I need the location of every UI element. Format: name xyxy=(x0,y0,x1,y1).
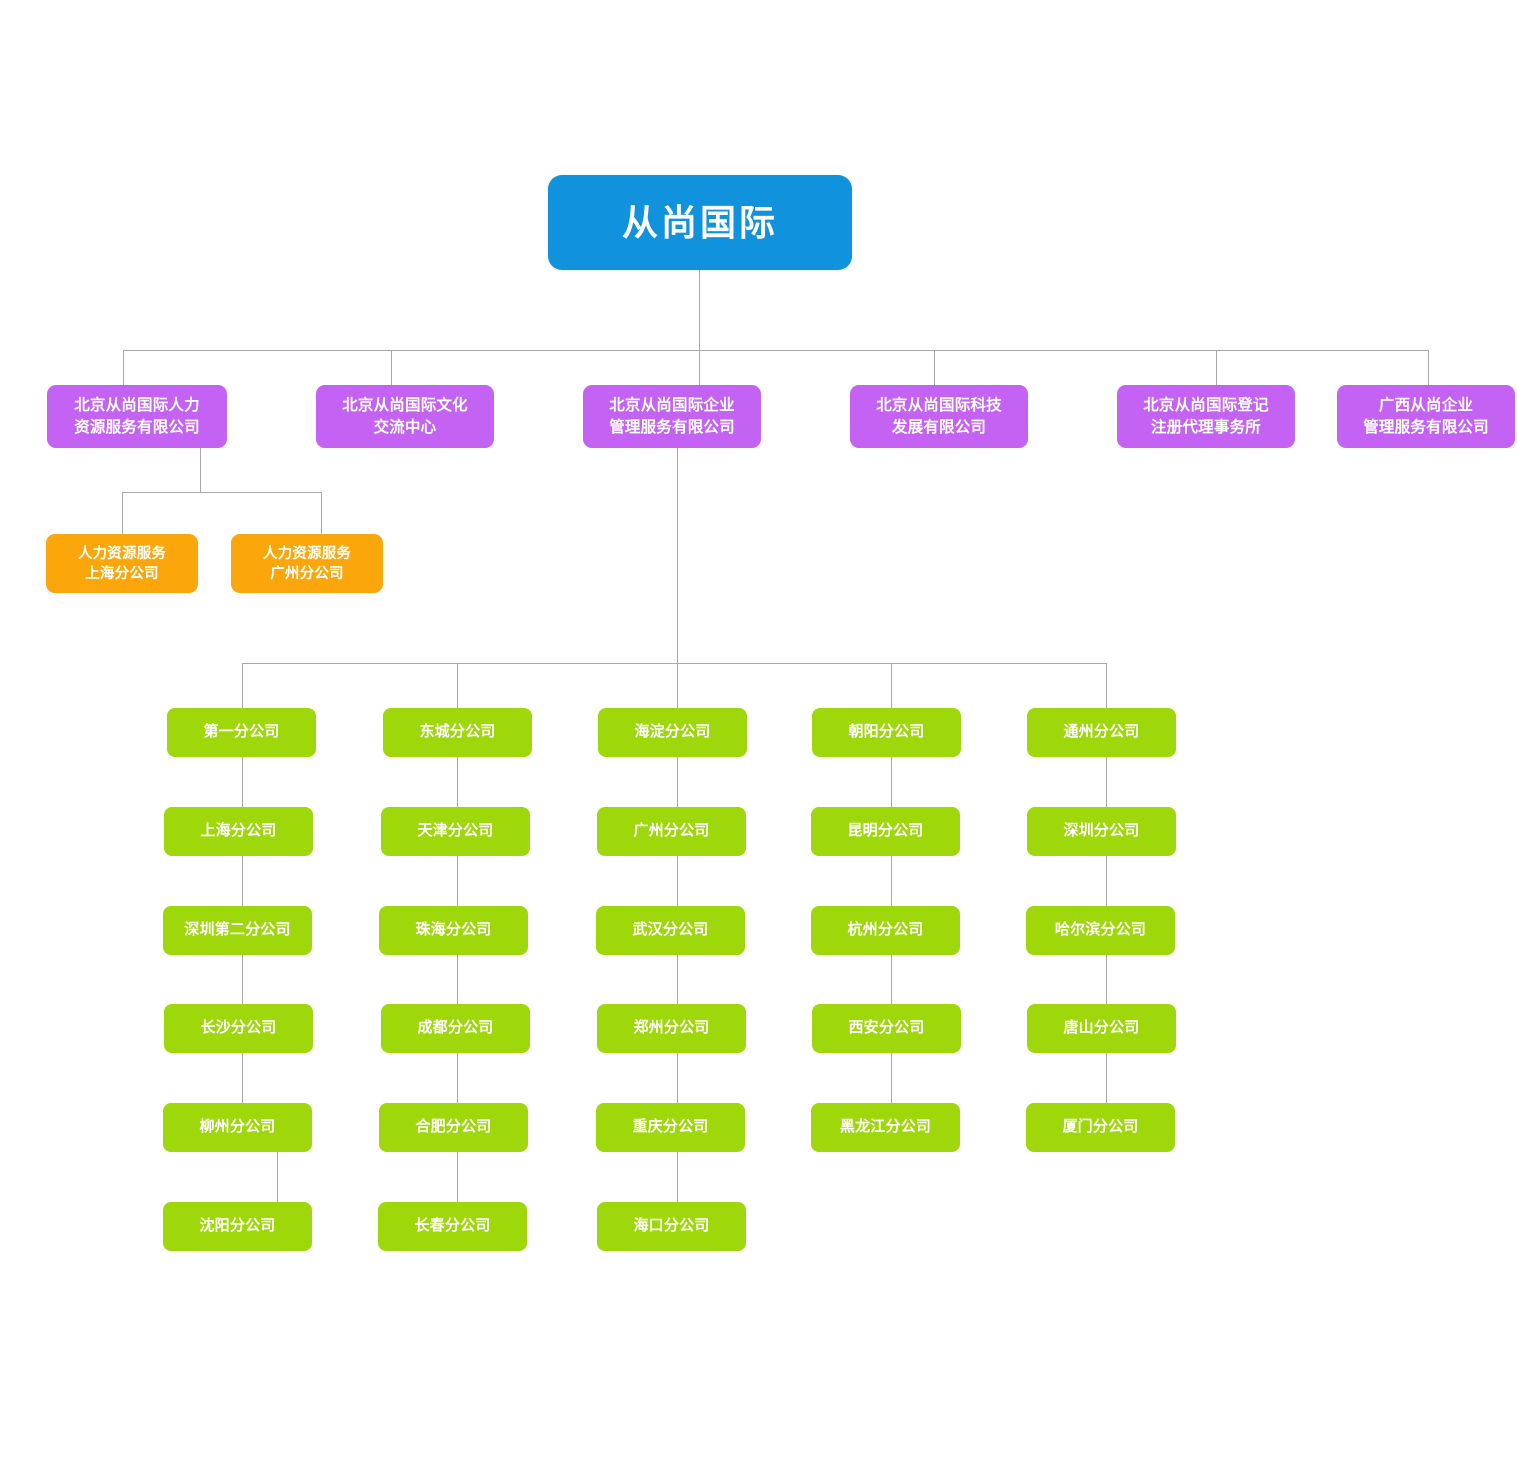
connector-enterprise-drop-1 xyxy=(242,663,243,708)
connector-col5-link-3 xyxy=(1106,955,1107,1004)
connector-division-drop-2 xyxy=(391,350,392,385)
org-node-branch-col2-r4[interactable]: 成都分公司 xyxy=(381,1004,530,1053)
org-node-hr-branch-shanghai[interactable]: 人力资源服务 上海分公司 xyxy=(46,534,198,593)
connector-col3-link-1 xyxy=(677,757,678,807)
org-node-branch-col5-r5[interactable]: 厦门分公司 xyxy=(1026,1103,1175,1152)
org-node-branch-col5-r4[interactable]: 唐山分公司 xyxy=(1027,1004,1176,1053)
org-node-division-registration[interactable]: 北京从尚国际登记 注册代理事务所 xyxy=(1117,385,1295,448)
org-node-branch-col4-r2[interactable]: 昆明分公司 xyxy=(811,807,960,856)
connector-col3-link-3 xyxy=(677,955,678,1004)
connector-col3-link-5 xyxy=(677,1152,678,1202)
org-node-branch-col3-r3[interactable]: 武汉分公司 xyxy=(596,906,745,955)
org-node-branch-col2-r6[interactable]: 长春分公司 xyxy=(378,1202,527,1251)
org-node-division-enterprise[interactable]: 北京从尚国际企业 管理服务有限公司 xyxy=(583,385,761,448)
connector-col1-link-3 xyxy=(242,955,243,1004)
connector-col4-link-2 xyxy=(891,856,892,906)
connector-root-stem xyxy=(699,270,700,351)
connector-division-drop-3 xyxy=(699,350,700,385)
org-node-branch-col3-r4[interactable]: 郑州分公司 xyxy=(597,1004,746,1053)
org-node-division-culture[interactable]: 北京从尚国际文化 交流中心 xyxy=(316,385,494,448)
connector-col1-link-1 xyxy=(242,757,243,807)
org-node-root[interactable]: 从尚国际 xyxy=(548,175,852,270)
org-node-branch-col3-r5[interactable]: 重庆分公司 xyxy=(596,1103,745,1152)
connector-division-drop-6 xyxy=(1428,350,1429,385)
org-node-branch-col1-r1[interactable]: 第一分公司 xyxy=(167,708,316,757)
connector-col4-link-4 xyxy=(891,1053,892,1103)
org-node-branch-col5-r1[interactable]: 通州分公司 xyxy=(1027,708,1176,757)
connector-col2-link-4 xyxy=(457,1053,458,1103)
connector-col4-link-3 xyxy=(891,955,892,1004)
connector-col5-link-4 xyxy=(1106,1053,1107,1103)
connector-col1-link-5 xyxy=(277,1152,278,1202)
org-node-branch-col4-r4[interactable]: 西安分公司 xyxy=(812,1004,961,1053)
connector-hr-stem xyxy=(200,448,201,492)
connector-col3-link-4 xyxy=(677,1053,678,1103)
connector-enterprise-drop-3 xyxy=(677,663,678,708)
connector-division-drop-4 xyxy=(934,350,935,385)
org-node-branch-col3-r2[interactable]: 广州分公司 xyxy=(597,807,746,856)
connector-enterprise-drop-2 xyxy=(457,663,458,708)
org-node-branch-col2-r2[interactable]: 天津分公司 xyxy=(381,807,530,856)
org-node-branch-col1-r4[interactable]: 长沙分公司 xyxy=(164,1004,313,1053)
connector-hr-bus xyxy=(122,492,322,493)
org-node-branch-col1-r6[interactable]: 沈阳分公司 xyxy=(163,1202,312,1251)
org-node-branch-col5-r2[interactable]: 深圳分公司 xyxy=(1027,807,1176,856)
connector-division-drop-1 xyxy=(123,350,124,385)
connector-col5-link-2 xyxy=(1106,856,1107,906)
connector-col3-link-2 xyxy=(677,856,678,906)
connector-enterprise-stem xyxy=(677,448,678,663)
connector-col1-link-4 xyxy=(242,1053,243,1103)
org-node-branch-col1-r3[interactable]: 深圳第二分公司 xyxy=(163,906,312,955)
connector-enterprise-drop-5 xyxy=(1106,663,1107,708)
connector-col4-link-1 xyxy=(891,757,892,807)
org-node-branch-col2-r1[interactable]: 东城分公司 xyxy=(383,708,532,757)
org-node-branch-col3-r1[interactable]: 海淀分公司 xyxy=(598,708,747,757)
org-node-hr-branch-guangzhou[interactable]: 人力资源服务 广州分公司 xyxy=(231,534,383,593)
connector-hr-drop-1 xyxy=(122,492,123,534)
connector-col2-link-5 xyxy=(457,1152,458,1202)
org-node-branch-col4-r1[interactable]: 朝阳分公司 xyxy=(812,708,961,757)
org-node-branch-col4-r3[interactable]: 杭州分公司 xyxy=(811,906,960,955)
org-node-division-guangxi[interactable]: 广西从尚企业 管理服务有限公司 xyxy=(1337,385,1515,448)
org-node-branch-col2-r5[interactable]: 合肥分公司 xyxy=(379,1103,528,1152)
org-node-branch-col1-r2[interactable]: 上海分公司 xyxy=(164,807,313,856)
org-node-branch-col5-r3[interactable]: 哈尔滨分公司 xyxy=(1026,906,1175,955)
connector-col2-link-1 xyxy=(457,757,458,807)
org-node-branch-col3-r6[interactable]: 海口分公司 xyxy=(597,1202,746,1251)
connector-col1-link-2 xyxy=(242,856,243,906)
connector-hr-drop-2 xyxy=(321,492,322,534)
org-node-division-hr[interactable]: 北京从尚国际人力 资源服务有限公司 xyxy=(47,385,227,448)
org-node-branch-col4-r5[interactable]: 黑龙江分公司 xyxy=(811,1103,960,1152)
connector-division-bus xyxy=(123,350,1428,351)
connector-enterprise-drop-4 xyxy=(891,663,892,708)
connector-col2-link-2 xyxy=(457,856,458,906)
connector-col2-link-3 xyxy=(457,955,458,1004)
connector-enterprise-bus xyxy=(242,663,1106,664)
org-node-branch-col1-r5[interactable]: 柳州分公司 xyxy=(163,1103,312,1152)
connector-col5-link-1 xyxy=(1106,757,1107,807)
connector-division-drop-5 xyxy=(1216,350,1217,385)
org-node-branch-col2-r3[interactable]: 珠海分公司 xyxy=(379,906,528,955)
org-node-division-technology[interactable]: 北京从尚国际科技 发展有限公司 xyxy=(850,385,1028,448)
